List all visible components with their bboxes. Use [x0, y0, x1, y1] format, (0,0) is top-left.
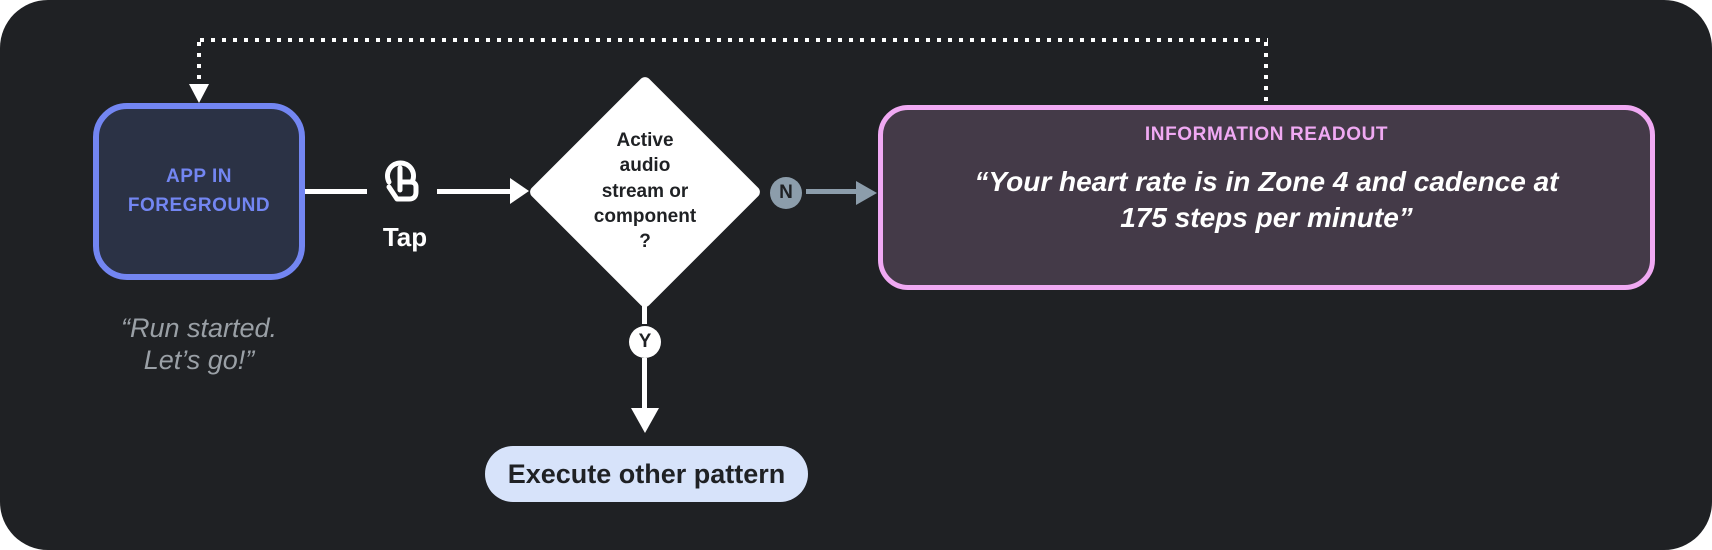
app-voice-caption: “Run started. Let’s go!”	[120, 313, 278, 376]
branch-yes-badge: Y	[629, 326, 661, 358]
readout-title: INFORMATION READOUT	[1144, 124, 1389, 145]
node-app-in-foreground: APP IN FOREGROUND	[93, 103, 305, 280]
loop-dotted-line-right	[1264, 42, 1268, 104]
connector-decision-to-yes	[642, 306, 647, 324]
action-label: Execute other pattern	[507, 458, 786, 489]
arrowhead-into-action-icon	[631, 408, 659, 433]
loop-arrowhead-down-icon	[189, 84, 209, 103]
connector-yes-to-action	[642, 358, 647, 408]
arrowhead-into-decision-icon	[510, 178, 529, 204]
app-node-label: APP IN FOREGROUND	[127, 166, 271, 216]
arrowhead-into-readout-icon	[856, 181, 877, 205]
connector-no-to-readout	[806, 189, 856, 194]
node-information-readout: INFORMATION READOUT “Your heart rate is …	[878, 105, 1655, 290]
branch-no-label: N	[779, 182, 793, 203]
branch-yes-label: Y	[638, 331, 652, 352]
tap-gesture-icon	[385, 160, 419, 202]
connector-tap-to-decision	[437, 189, 511, 194]
decision-label: Active audio stream or component ?	[593, 130, 697, 253]
branch-no-badge: N	[770, 177, 802, 209]
connector-app-to-tap	[305, 189, 367, 194]
tap-label: Tap	[382, 222, 428, 252]
loop-dotted-line-horizontal	[200, 38, 1268, 42]
loop-dotted-line-left	[197, 42, 201, 84]
node-execute-other-pattern: Execute other pattern	[485, 446, 808, 502]
readout-quote: “Your heart rate is in Zone 4 and cadenc…	[974, 166, 1559, 234]
